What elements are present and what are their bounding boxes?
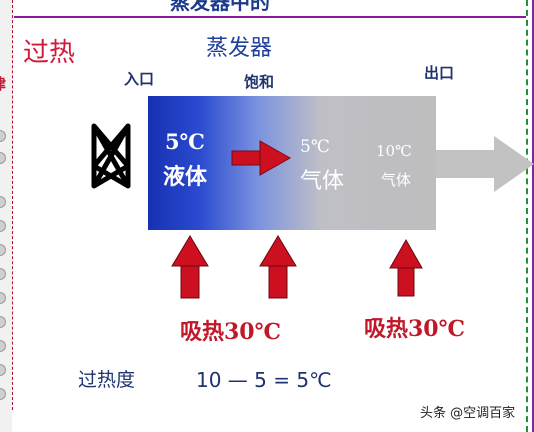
inlet-temperature: 5℃ (165, 129, 205, 154)
binder-edge (0, 0, 12, 432)
outlet-temperature: 10℃ (376, 142, 412, 160)
inlet-phase: 液体 (163, 164, 208, 190)
label-inlet: 入口 (124, 70, 155, 88)
watermark: 头条 @空调百家 (420, 406, 516, 421)
expansion-valve-icon (91, 123, 131, 189)
title-evaporator: 蒸发器 (206, 36, 273, 61)
margin-line-red (12, 0, 13, 410)
outlet-arrow-shaft (436, 150, 496, 178)
label-saturated: 饱和 (244, 73, 275, 91)
label-outlet: 出口 (424, 64, 455, 82)
heat-arrow-icon (259, 235, 297, 299)
heat-absorption-left: 吸热30℃ (180, 319, 281, 345)
evaporator-block (148, 96, 436, 230)
heat-absorption-right: 吸热30℃ (364, 316, 465, 342)
saturated-temperature: 5℃ (300, 137, 330, 157)
heat-arrow-icon (171, 235, 209, 299)
outlet-phase: 气体 (381, 171, 412, 189)
top-partial-title: 蒸发器中的 (170, 0, 270, 14)
margin-line-green (526, 0, 528, 432)
saturated-phase: 气体 (300, 169, 345, 194)
flow-arrow-icon (231, 140, 292, 176)
superheat-label: 过热度 (78, 369, 136, 391)
outlet-arrow-head (494, 136, 534, 192)
top-rule (14, 16, 526, 18)
heat-arrow-icon (389, 238, 423, 297)
side-mark: 律 (0, 73, 6, 94)
margin-line-purple (532, 0, 534, 432)
superheat-formula: 10 — 5 = 5℃ (196, 368, 332, 392)
title-superheat: 过热 (23, 38, 76, 68)
